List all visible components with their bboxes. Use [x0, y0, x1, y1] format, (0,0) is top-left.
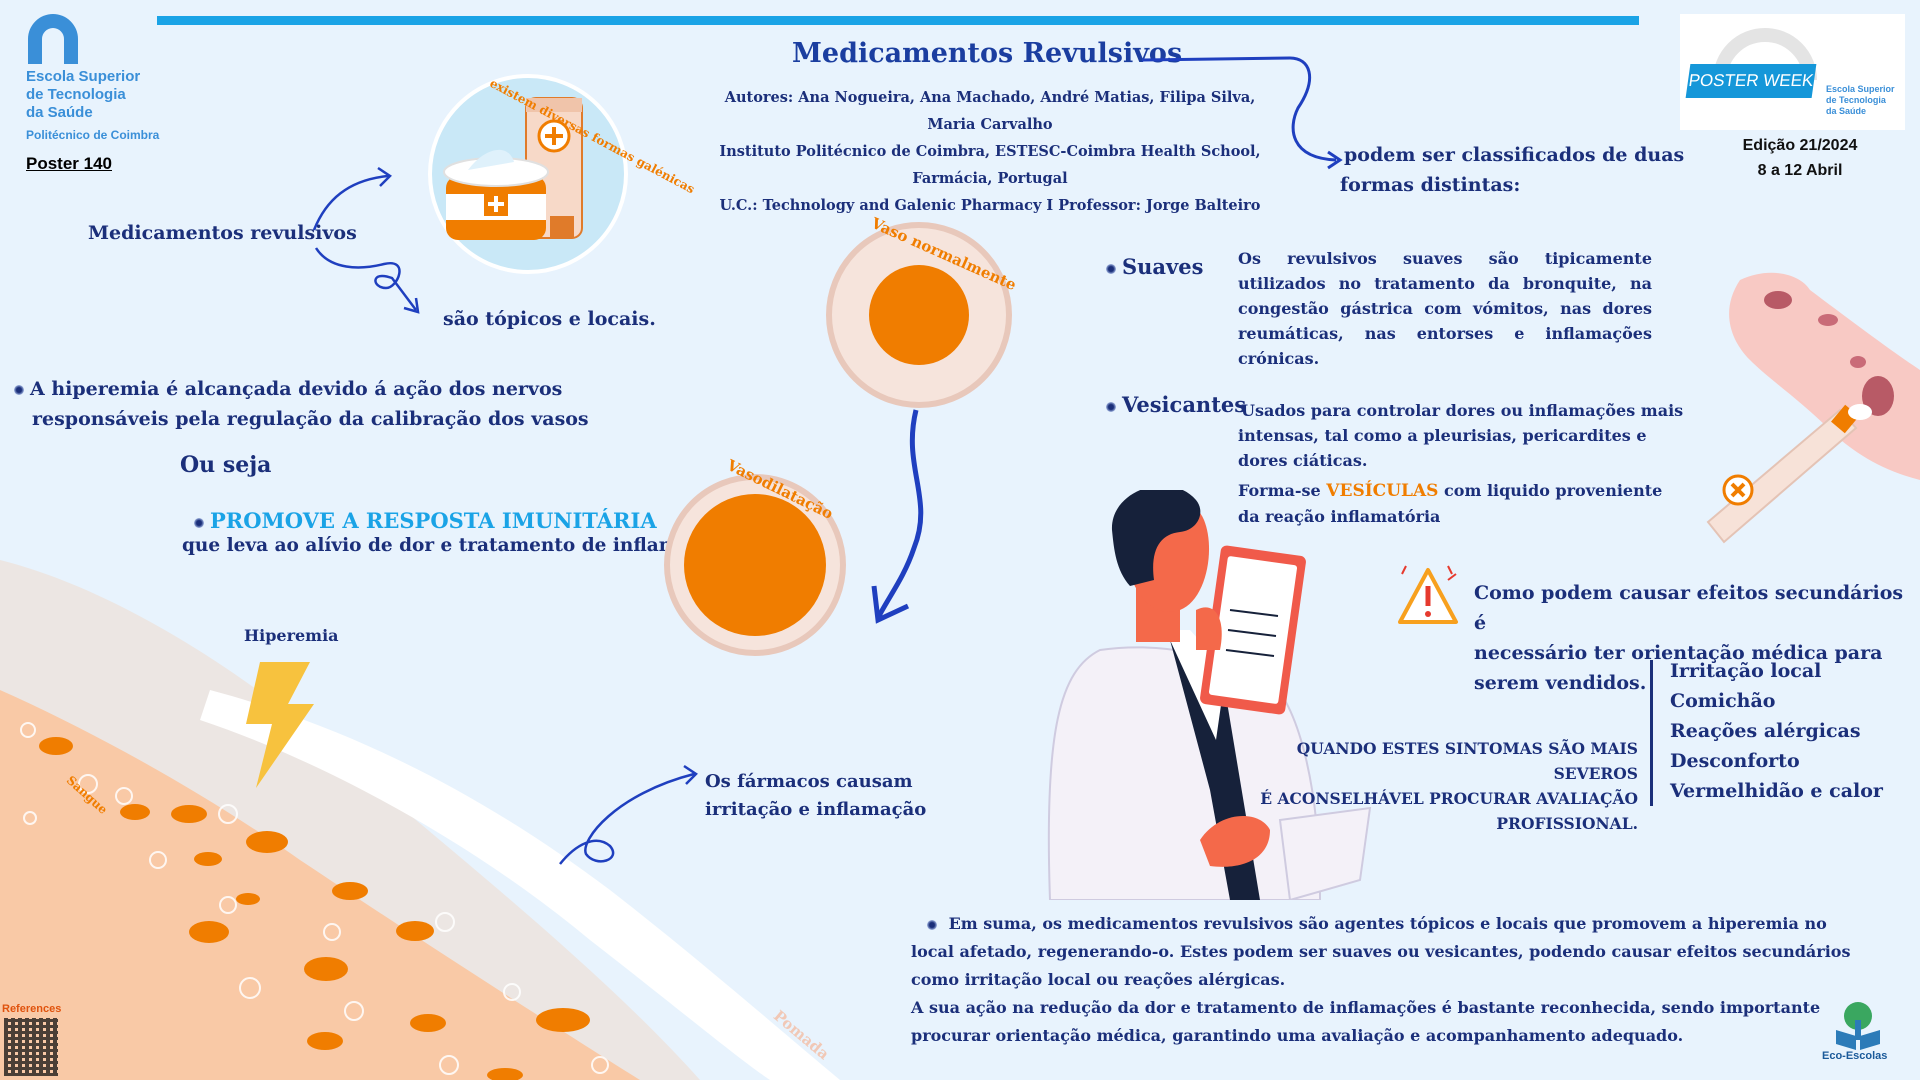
eco-escolas-label: Eco-Escolas: [1822, 1050, 1888, 1062]
med-revulsivos-label: Medicamentos revulsivos: [88, 222, 357, 244]
suaves-text: Os revulsivos suaves são tipicamente uti…: [1238, 249, 1652, 368]
bullet-icon: [1106, 263, 1116, 274]
symptoms-list: Irritação local Comichão Reações alérgic…: [1670, 656, 1883, 806]
qr-code-icon[interactable]: [4, 1018, 58, 1076]
promove-heading: PROMOVE A RESPOSTA IMUNITÁRIA: [194, 508, 657, 533]
hand-ointment-illustration: [1706, 272, 1920, 544]
poster-week-school: Escola Superior de Tecnologia da Saúde: [1826, 84, 1895, 116]
list-item: Desconforto: [1670, 750, 1800, 772]
eco-escolas-logo-icon: [1836, 1002, 1880, 1050]
list-item: Reações alérgicas: [1670, 720, 1861, 742]
list-item: Comichão: [1670, 690, 1776, 712]
lightning-icon: [246, 662, 314, 788]
poster-week-arch-icon: [1713, 28, 1817, 80]
list-item: Irritação local: [1670, 660, 1822, 682]
skin-illustration: [0, 560, 840, 1080]
authors-block: Autores: Ana Nogueira, Ana Machado, Andr…: [719, 89, 1261, 214]
down-arrow-icon: [871, 409, 924, 624]
hiperemia-explanation: A hiperemia é alcançada devido á ação do…: [14, 374, 589, 434]
top-accent-bar: [157, 16, 1639, 25]
references-label: References: [2, 1003, 62, 1015]
poster-number: Poster 140: [26, 154, 112, 173]
vesicantes-text: Usados para controlar dores ou inflamaçõ…: [1238, 401, 1684, 470]
topicos-label: são tópicos e locais.: [443, 308, 656, 330]
suaves-label: Suaves: [1106, 254, 1203, 279]
normal-vessel-circle: [826, 222, 1012, 408]
polytechnic-name: Politécnico de Coimbra: [26, 128, 160, 142]
bullet-icon: [927, 919, 937, 930]
poster-week-label: POSTER WEEK: [1685, 64, 1817, 98]
list-item: Vermelhidão e calor: [1670, 780, 1883, 802]
title-arrow-icon: [1141, 56, 1343, 170]
page-title: Medicamentos Revulsivos: [792, 38, 1183, 69]
school-logo-icon: [28, 14, 78, 64]
vesicantes-label: Vesicantes: [1106, 392, 1246, 417]
promove-subtext: que leva ao alívio de dor e tratamento d…: [182, 535, 737, 556]
bullet-icon: [1106, 401, 1116, 412]
symptoms-divider: [1650, 660, 1653, 806]
galenic-forms-illustration: [428, 74, 628, 274]
school-name: Escola Superior de Tecnologia da Saúde: [26, 68, 141, 121]
warning-text: Como podem causar efeitos secundários é …: [1474, 582, 1904, 694]
bullet-icon: [194, 517, 204, 528]
doctor-illustration: [1047, 490, 1372, 900]
classification-intro: podem ser classificados de duas formas d…: [1340, 144, 1685, 196]
bullet-icon: [14, 385, 24, 395]
farmacos-text: Os fármacos causam irritação e inflamaçã…: [705, 771, 927, 820]
vesiculas-text: Forma-se VESÍCULAS com liquido provenien…: [1238, 481, 1663, 526]
warning-icon: [1398, 565, 1458, 624]
dilated-vessel-circle: [664, 474, 846, 656]
edition-info: Edição 21/2024 8 a 12 Abril: [1742, 137, 1858, 179]
summary-block: Em suma, os medicamentos revulsivos são …: [911, 914, 1851, 1045]
curved-arrows-icon: [312, 166, 420, 314]
hiperemia-label: Hiperemia: [244, 626, 339, 645]
ou-seja-label: Ou seja: [180, 452, 272, 478]
severos-text: QUANDO ESTES SINTOMAS SÃO MAIS SEVEROS É…: [1260, 739, 1638, 833]
loop-arrow-icon: [559, 764, 698, 865]
